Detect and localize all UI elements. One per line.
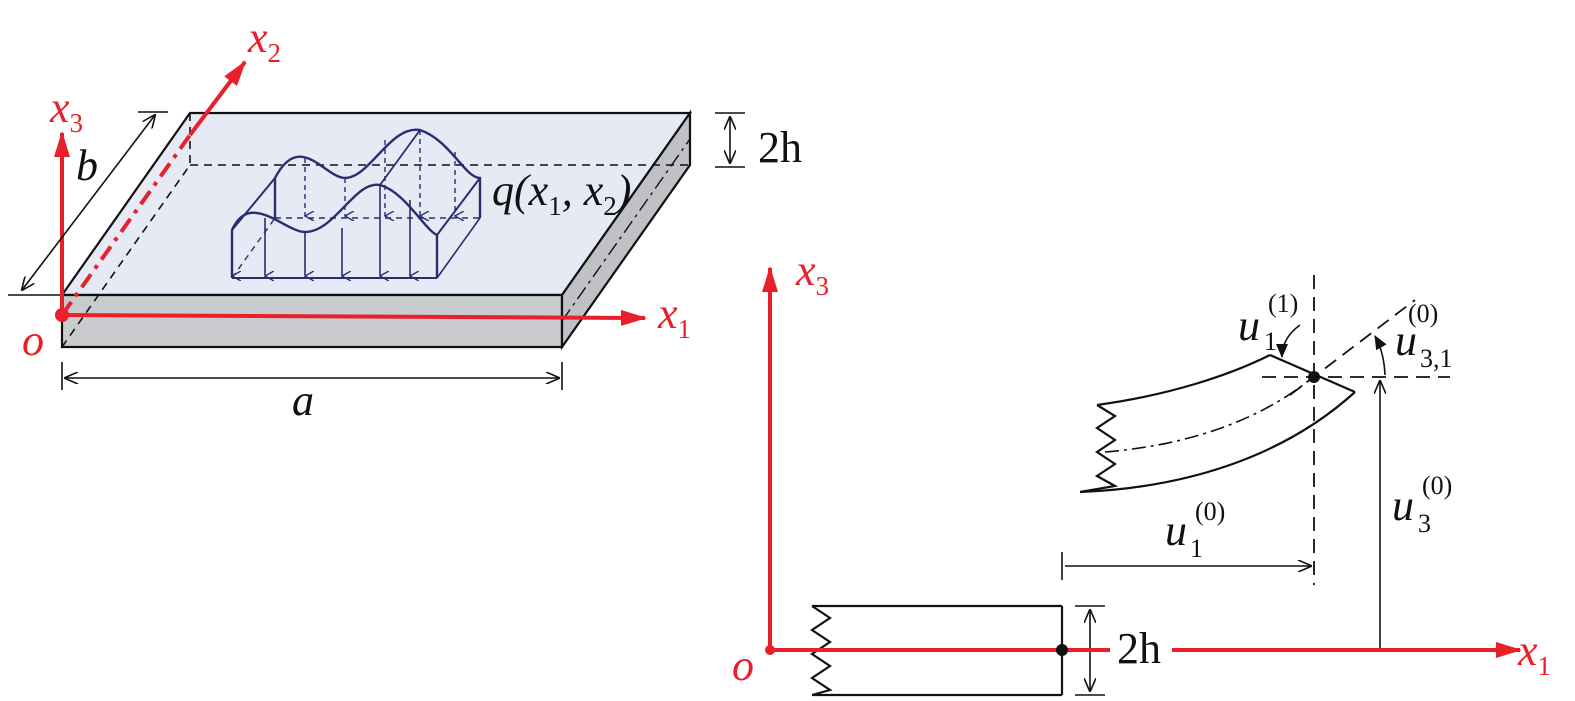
svg-text:1: 1 [1190, 534, 1203, 563]
beam-thickness-label: 2h [1117, 624, 1161, 673]
plate-thickness-label: 2h [758, 123, 802, 172]
plate-figure: x2 x3 x1 o b a 2h q(x1, x2) [8, 13, 802, 425]
dimension-thickness [715, 112, 745, 168]
svg-text:u: u [1238, 301, 1260, 350]
deformed-section [1079, 353, 1356, 494]
svg-text:3: 3 [1418, 509, 1431, 538]
plate-front-face [60, 293, 564, 349]
distributed-load [230, 128, 482, 278]
svg-text:3,1: 3,1 [1420, 344, 1453, 373]
dimension-a [61, 362, 563, 390]
reference-lines [1262, 275, 1450, 585]
svg-text:u: u [1165, 506, 1187, 555]
label-u1-1: u 1 (1) [1238, 289, 1298, 356]
beam-axis-x3-label: x3 [795, 246, 829, 301]
label-u1-0: u 1 (0) [1165, 497, 1225, 563]
rotation-arc-u31-0 [1374, 335, 1387, 376]
dimension-b [8, 111, 168, 296]
beam-figure: x3 x1 o 2h u 1 (1) u 3,1 (0) u 1 (0) u 3… [732, 246, 1551, 697]
plate-axis-x3-label: x3 [49, 83, 83, 138]
displacement-u1-0 [1061, 552, 1311, 580]
svg-text:1: 1 [1264, 327, 1277, 356]
svg-text:u: u [1395, 316, 1417, 365]
plate-axis-x1-label: x1 [657, 289, 691, 344]
label-u31-0: u 3,1 (0) [1395, 299, 1453, 373]
rotation-arc-u1-1 [1276, 324, 1301, 358]
beam-axis-x1-label: x1 [1517, 626, 1551, 681]
svg-text:(0): (0) [1422, 471, 1452, 500]
plate-origin-label: o [22, 316, 44, 365]
label-u3-0: u 3 (0) [1392, 471, 1452, 538]
plate-axis-x2-label: x2 [247, 13, 281, 68]
svg-text:(1): (1) [1268, 289, 1298, 318]
svg-text:u: u [1392, 481, 1414, 530]
svg-text:(0): (0) [1195, 497, 1225, 526]
plate-length-label: a [292, 376, 314, 425]
svg-text:(0): (0) [1408, 299, 1438, 328]
plate-width-label: b [76, 141, 98, 190]
beam-origin-label: o [732, 641, 754, 690]
load-label: q(x1, x2) [492, 166, 631, 221]
beam-axes [762, 266, 1522, 658]
